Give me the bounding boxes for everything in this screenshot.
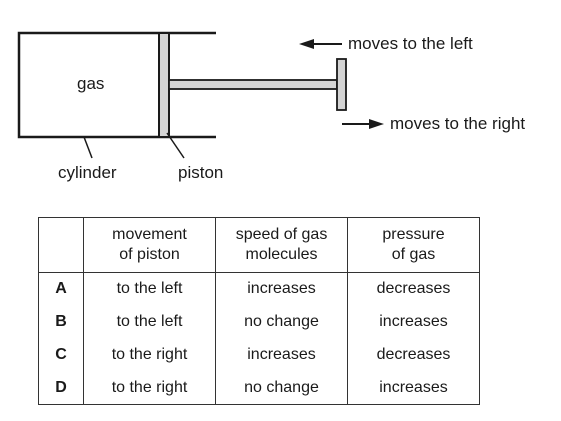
speed-cell: increases	[215, 272, 348, 306]
speed-cell: no change	[215, 371, 348, 405]
movement-cell: to the left	[83, 272, 216, 306]
piston-cylinder-diagram	[17, 31, 384, 159]
header-key	[38, 217, 84, 273]
option-key-cell: C	[38, 338, 84, 372]
moves-left-label: moves to the left	[348, 34, 473, 53]
cylinder-outline	[17, 31, 216, 139]
cylinder-leader-line	[83, 136, 93, 159]
option-key-cell: D	[38, 371, 84, 405]
speed-cell: no change	[215, 305, 348, 339]
pressure-cell: increases	[347, 305, 480, 339]
gas-label: gas	[77, 74, 105, 93]
movement-cell: to the left	[83, 305, 216, 339]
right-arrow-head	[369, 119, 384, 129]
option-key-cell: A	[38, 272, 84, 306]
cylinder-label: cylinder	[58, 163, 117, 182]
movement-cell: to the right	[83, 371, 216, 405]
pressure-cell: increases	[347, 371, 480, 405]
movement-cell: to the right	[83, 338, 216, 372]
speed-cell: increases	[215, 338, 348, 372]
pressure-cell: decreases	[347, 272, 480, 306]
option-key-cell: B	[38, 305, 84, 339]
left-arrow-head	[299, 39, 314, 49]
piston-label: piston	[178, 163, 224, 182]
piston-rod	[168, 79, 338, 90]
piston-leader-line	[166, 132, 185, 159]
piston-plate	[158, 32, 170, 138]
pressure-cell: decreases	[347, 338, 480, 372]
piston-handle	[336, 58, 347, 111]
moves-right-label: moves to the right	[390, 114, 526, 133]
